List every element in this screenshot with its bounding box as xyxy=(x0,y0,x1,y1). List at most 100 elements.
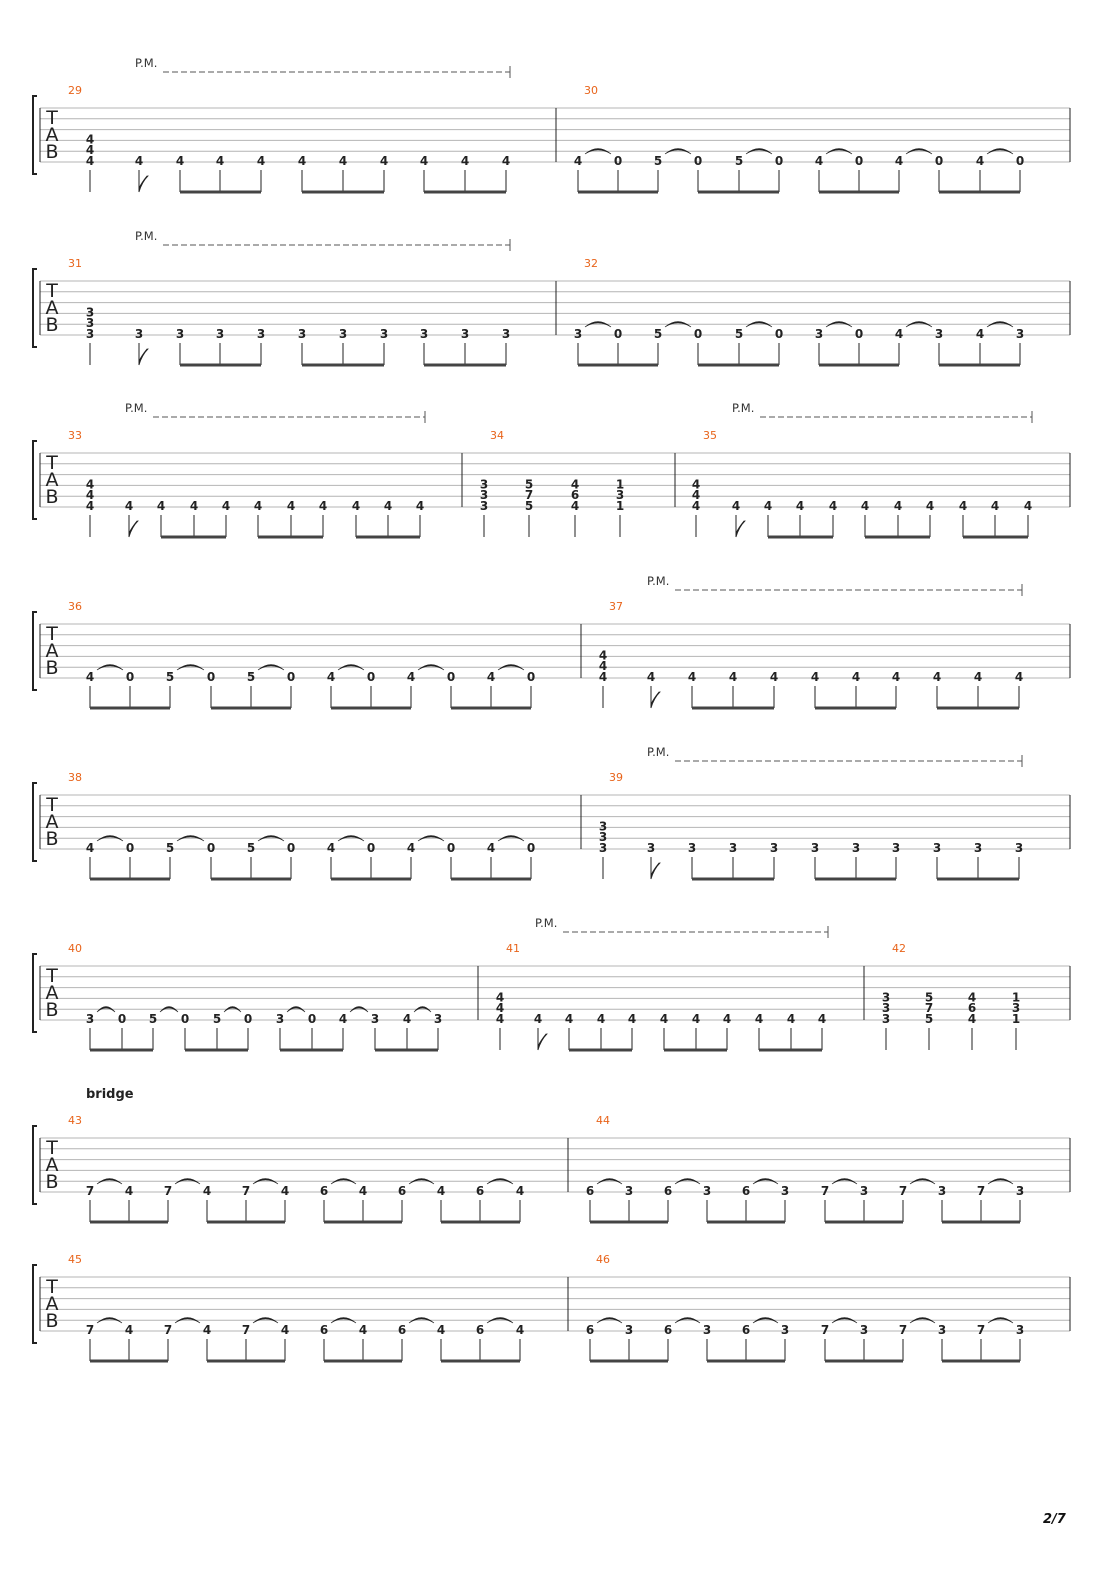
fret-number: 3 xyxy=(257,327,265,341)
tie-arc xyxy=(417,664,445,671)
fret-number: 7 xyxy=(977,1323,985,1337)
fret-number: 4 xyxy=(339,154,347,168)
fret-number: 4 xyxy=(968,1012,976,1026)
eighth-note-flag xyxy=(138,175,149,193)
fret-number: 1 xyxy=(1012,1012,1020,1026)
fret-number: 4 xyxy=(86,488,94,502)
tie-arc xyxy=(752,1317,779,1324)
measure-number: 30 xyxy=(584,84,598,97)
fret-number: 4 xyxy=(86,154,94,168)
fret-number: 4 xyxy=(319,499,327,513)
tie-arc xyxy=(337,664,365,671)
fret-number: 7 xyxy=(899,1184,907,1198)
fret-number: 4 xyxy=(933,670,941,684)
fret-number: 0 xyxy=(694,154,702,168)
fret-number: 3 xyxy=(892,841,900,855)
tie-arc xyxy=(831,1178,858,1185)
fret-number: 4 xyxy=(487,841,495,855)
tie-arc xyxy=(987,1317,1014,1324)
fret-number: 3 xyxy=(938,1184,946,1198)
tie-arc xyxy=(745,321,773,328)
fret-number: 0 xyxy=(287,841,295,855)
fret-number: 3 xyxy=(882,990,890,1004)
fret-number: 4 xyxy=(787,1012,795,1026)
measure-number: 33 xyxy=(68,429,82,442)
fret-number: 3 xyxy=(599,841,607,855)
fret-number: 7 xyxy=(977,1184,985,1198)
fret-number: 4 xyxy=(770,670,778,684)
tie-arc xyxy=(825,148,853,155)
fret-number: 4 xyxy=(732,499,740,513)
system-bracket xyxy=(32,268,37,348)
fret-number: 4 xyxy=(599,659,607,673)
fret-number: 3 xyxy=(688,841,696,855)
fret-number: 4 xyxy=(125,1323,133,1337)
tie-arc xyxy=(596,1178,623,1185)
fret-number: 3 xyxy=(852,841,860,855)
fret-number: 4 xyxy=(487,670,495,684)
fret-number: 3 xyxy=(729,841,737,855)
fret-number: 4 xyxy=(599,648,607,662)
system-bracket xyxy=(32,1125,37,1205)
fret-number: 3 xyxy=(1012,1001,1020,1015)
tie-arc xyxy=(596,1317,623,1324)
fret-number: 4 xyxy=(359,1184,367,1198)
tab-clef-letter: B xyxy=(45,657,58,679)
fret-number: 4 xyxy=(461,154,469,168)
fret-number: 5 xyxy=(525,499,533,513)
fret-number: 3 xyxy=(647,841,655,855)
system-bracket xyxy=(32,953,37,1033)
fret-number: 4 xyxy=(86,132,94,146)
fret-number: 0 xyxy=(447,670,455,684)
fret-number: 4 xyxy=(599,670,607,684)
fret-number: 4 xyxy=(339,1012,347,1026)
tab-clef-letter: T xyxy=(45,1276,58,1298)
fret-number: 4 xyxy=(692,488,700,502)
measure-number: 43 xyxy=(68,1114,82,1127)
tie-arc xyxy=(252,1317,279,1324)
tie-arc xyxy=(286,1006,306,1013)
fret-number: 3 xyxy=(703,1323,711,1337)
fret-number: 0 xyxy=(614,154,622,168)
fret-number: 3 xyxy=(860,1184,868,1198)
fret-number: 4 xyxy=(974,670,982,684)
fret-number: 4 xyxy=(1024,499,1032,513)
tab-clef-letter: B xyxy=(45,999,58,1021)
fret-number: 0 xyxy=(1016,154,1024,168)
fret-number: 4 xyxy=(755,1012,763,1026)
tie-arc xyxy=(96,664,124,671)
eighth-note-flag xyxy=(128,520,139,538)
fret-number: 3 xyxy=(616,488,624,502)
fret-number: 0 xyxy=(935,154,943,168)
tie-arc xyxy=(486,1178,514,1185)
palm-mute-label: P.M. xyxy=(647,745,669,759)
fret-number: 5 xyxy=(247,670,255,684)
fret-number: 3 xyxy=(770,841,778,855)
fret-number: 3 xyxy=(781,1184,789,1198)
fret-number: 4 xyxy=(976,154,984,168)
tie-arc xyxy=(257,835,285,842)
fret-number: 5 xyxy=(166,670,174,684)
fret-number: 0 xyxy=(126,670,134,684)
eighth-note-flag xyxy=(735,520,746,538)
fret-number: 4 xyxy=(959,499,967,513)
fret-number: 0 xyxy=(447,841,455,855)
tie-arc xyxy=(96,1006,116,1013)
fret-number: 4 xyxy=(692,477,700,491)
fret-number: 6 xyxy=(476,1323,484,1337)
fret-number: 4 xyxy=(437,1323,445,1337)
fret-number: 4 xyxy=(764,499,772,513)
tab-clef-letter: T xyxy=(45,1137,58,1159)
system-bracket xyxy=(32,1264,37,1344)
